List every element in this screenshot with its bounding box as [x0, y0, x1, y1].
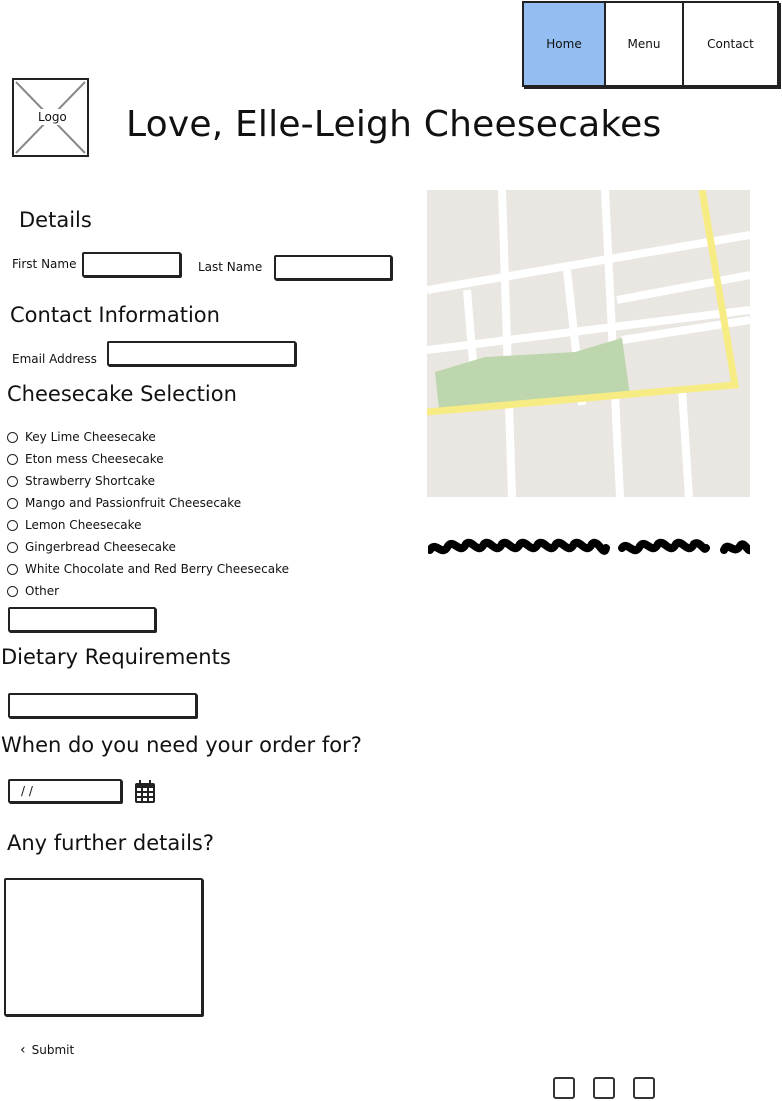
radio-icon[interactable] [7, 519, 18, 531]
nav-menu[interactable]: Menu [606, 3, 684, 85]
further-details-heading: Any further details? [7, 831, 214, 855]
option-label: Eton mess Cheesecake [25, 452, 164, 466]
dietary-field[interactable] [8, 693, 197, 718]
option-white-chocolate[interactable]: White Chocolate and Red Berry Cheesecake [7, 561, 289, 577]
further-details-textarea[interactable] [4, 878, 203, 1016]
first-name-label: First Name [12, 257, 77, 271]
radio-icon[interactable] [7, 585, 18, 597]
top-nav: Home Menu Contact [522, 1, 779, 87]
nav-home-label: Home [546, 37, 582, 51]
option-label: Mango and Passionfruit Cheesecake [25, 496, 242, 510]
radio-icon[interactable] [7, 475, 18, 487]
details-heading: Details [19, 208, 92, 232]
other-field[interactable] [8, 607, 156, 632]
option-label: White Chocolate and Red Berry Cheesecake [25, 562, 289, 576]
last-name-label: Last Name [198, 260, 263, 274]
radio-icon[interactable] [7, 453, 18, 465]
option-label: Gingerbread Cheesecake [25, 540, 176, 554]
order-date-field[interactable]: / / [8, 779, 122, 803]
submit-button[interactable]: ‹ Submit [20, 1042, 74, 1058]
nav-menu-label: Menu [627, 37, 661, 51]
map[interactable] [427, 190, 750, 497]
nav-contact[interactable]: Contact [684, 3, 777, 85]
order-date-heading: When do you need your order for? [1, 733, 362, 757]
option-label: Strawberry Shortcake [25, 474, 156, 488]
email-field[interactable] [107, 341, 296, 366]
option-eton-mess[interactable]: Eton mess Cheesecake [7, 451, 164, 467]
first-name-field[interactable] [82, 252, 181, 277]
site-title: Love, Elle-Leigh Cheesecakes [126, 104, 662, 145]
logo-label: Logo [34, 109, 71, 125]
selection-heading: Cheesecake Selection [7, 382, 237, 406]
option-other[interactable]: Other [7, 583, 59, 599]
option-strawberry[interactable]: Strawberry Shortcake [7, 473, 155, 489]
chevron-left-icon: ‹ [20, 1042, 26, 1058]
calendar-icon[interactable] [134, 780, 156, 804]
submit-label: Submit [31, 1043, 75, 1057]
logo: Logo [12, 78, 89, 157]
option-label: Other [25, 584, 60, 598]
nav-home[interactable]: Home [524, 3, 606, 85]
dietary-heading: Dietary Requirements [1, 645, 231, 669]
pagination-square-3[interactable] [633, 1077, 655, 1099]
radio-icon[interactable] [7, 563, 18, 575]
option-gingerbread[interactable]: Gingerbread Cheesecake [7, 539, 176, 555]
option-label: Key Lime Cheesecake [25, 430, 156, 444]
radio-icon[interactable] [7, 431, 18, 443]
option-key-lime[interactable]: Key Lime Cheesecake [7, 429, 156, 445]
nav-contact-label: Contact [707, 37, 754, 51]
option-label: Lemon Cheesecake [25, 518, 142, 532]
pagination-square-2[interactable] [593, 1077, 615, 1099]
radio-icon[interactable] [7, 497, 18, 509]
option-mango[interactable]: Mango and Passionfruit Cheesecake [7, 495, 241, 511]
contact-heading: Contact Information [10, 303, 220, 327]
email-label: Email Address [12, 352, 97, 366]
scribble-text-icon [428, 538, 750, 555]
option-lemon[interactable]: Lemon Cheesecake [7, 517, 142, 533]
pagination-square-1[interactable] [553, 1077, 575, 1099]
order-date-value: / / [21, 784, 33, 798]
last-name-field[interactable] [274, 255, 392, 280]
radio-icon[interactable] [7, 541, 18, 553]
